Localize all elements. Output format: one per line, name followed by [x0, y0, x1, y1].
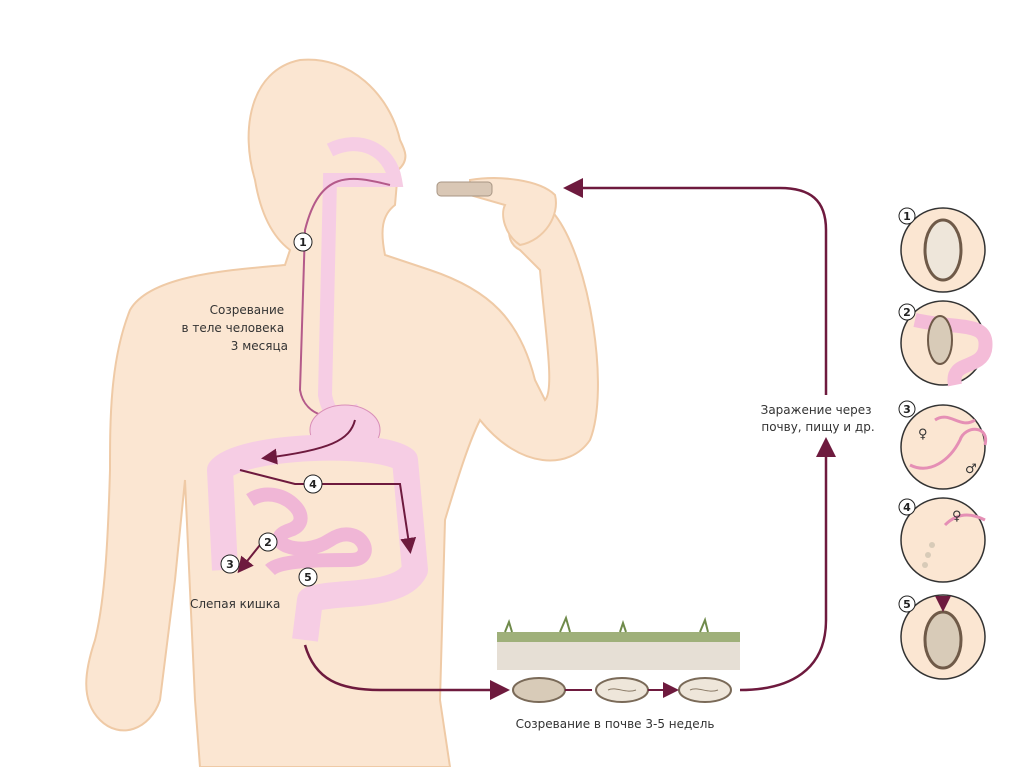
gut-path	[239, 469, 417, 554]
svg-text:1: 1	[903, 210, 911, 223]
svg-text:1: 1	[299, 236, 307, 249]
soil-label: Созревание в почве 3-5 недель	[516, 717, 715, 731]
svg-text:♀: ♀	[918, 427, 928, 442]
svg-text:5: 5	[903, 598, 911, 611]
infection-to-mouth-arrow	[563, 178, 828, 395]
body-marker-3: 3	[220, 554, 240, 574]
soil-cross-section	[497, 615, 740, 670]
food-item	[436, 181, 493, 197]
infection-label: Заражение через почву, пищу и др.	[761, 403, 876, 434]
svg-text:♂: ♂	[965, 462, 977, 477]
egg-stages-in-soil	[512, 678, 732, 702]
panel-4-egg-laying: ♀ 4	[898, 497, 986, 583]
svg-text:4: 4	[903, 501, 911, 514]
panel-3-adult-worms: ♀ ♂ 3	[898, 400, 988, 490]
body-marker-2: 2	[258, 532, 278, 552]
maturation-body-label: Созревание в теле человека 3 месяца	[182, 303, 289, 353]
large-intestine	[207, 434, 428, 642]
body-marker-5: 5	[298, 567, 318, 587]
svg-text:♀: ♀	[952, 509, 962, 524]
worm-migration-path	[261, 419, 356, 465]
cecum-label: Слепая кишка	[190, 597, 280, 611]
body-marker-4: 4	[303, 474, 323, 494]
panel-5-egg-excretion: 5	[898, 594, 986, 680]
svg-text:4: 4	[309, 478, 317, 491]
hand	[469, 177, 557, 247]
svg-text:3: 3	[903, 403, 911, 416]
svg-text:2: 2	[264, 536, 272, 549]
cecum-path	[237, 544, 261, 574]
small-intestine	[246, 487, 372, 576]
svg-text:5: 5	[304, 571, 312, 584]
body-marker-1: 1	[293, 232, 313, 252]
svg-text:2: 2	[903, 306, 911, 319]
panel-2-larva-hatching: 2	[898, 300, 993, 387]
soil-to-infection-arrow	[739, 437, 836, 692]
excretion-arrow	[303, 644, 510, 700]
panel-1-egg: 1	[898, 207, 986, 293]
svg-text:3: 3	[226, 558, 234, 571]
